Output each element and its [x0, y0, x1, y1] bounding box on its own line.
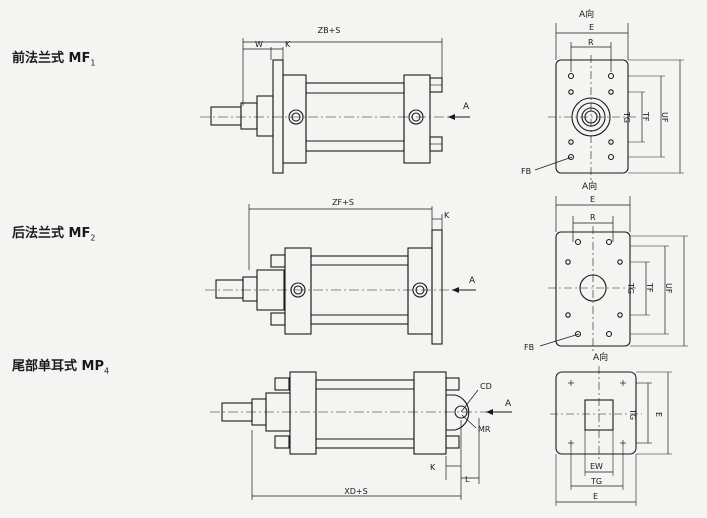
row2-view-title: A向	[582, 180, 597, 192]
row3-dim-xd: XD+S	[344, 487, 367, 496]
row1-dim-k: K	[285, 40, 291, 49]
row2-dim-r: R	[590, 213, 596, 222]
row3-dim-l: L	[465, 475, 470, 484]
row3-dim-e-right: E	[654, 412, 663, 417]
row3-dim-e-bottom: E	[593, 492, 598, 501]
row2-arrow-label: A	[469, 276, 476, 286]
row1-dim-tg: TG	[622, 111, 631, 123]
row1-side-view	[200, 38, 470, 174]
row1-dim-fb: FB	[521, 167, 531, 176]
row3-dim-tg-right: TG	[628, 408, 637, 420]
row2-title: 后法兰式 MF2	[12, 226, 96, 243]
row2-dim-zf: ZF+S	[332, 198, 354, 207]
row1-end-view: A向	[534, 8, 684, 180]
row2-dim-fb: FB	[524, 343, 534, 352]
row2-dim-k: K	[444, 211, 450, 220]
row3-dim-ew: EW	[590, 462, 603, 471]
row2-end-view: A向	[539, 180, 688, 352]
row3-view-title: A向	[593, 351, 608, 363]
row3-side-view	[210, 371, 512, 500]
row3-dim-cd: CD	[480, 382, 492, 391]
row2-dim-tf: TF	[645, 282, 654, 293]
row1-dim-uf: UF	[660, 112, 669, 123]
row1-dim-e: E	[589, 23, 594, 32]
row1-dim-r: R	[588, 38, 594, 47]
row3-title: 尾部单耳式 MP4	[12, 359, 110, 376]
row3-dim-tg-bottom: TG	[590, 477, 602, 486]
row1-view-title: A向	[579, 8, 594, 20]
row2-dim-tg: TG	[626, 282, 635, 294]
row2-side-view	[205, 204, 476, 345]
row1-arrow-label: A	[463, 102, 470, 112]
row1-dim-zb: ZB+S	[318, 26, 341, 35]
row3-arrow-label: A	[505, 399, 512, 409]
row2-dim-e: E	[590, 195, 595, 204]
row1-title: 前法兰式 MF1	[12, 51, 96, 68]
row1-dim-tf: TF	[641, 111, 650, 122]
row1-dim-w: W	[255, 40, 263, 49]
row3-end-view: A向	[550, 351, 672, 506]
row2-dim-uf: UF	[664, 283, 673, 294]
row3-dim-k: K	[430, 463, 436, 472]
row3-dim-mr: MR	[478, 425, 491, 434]
